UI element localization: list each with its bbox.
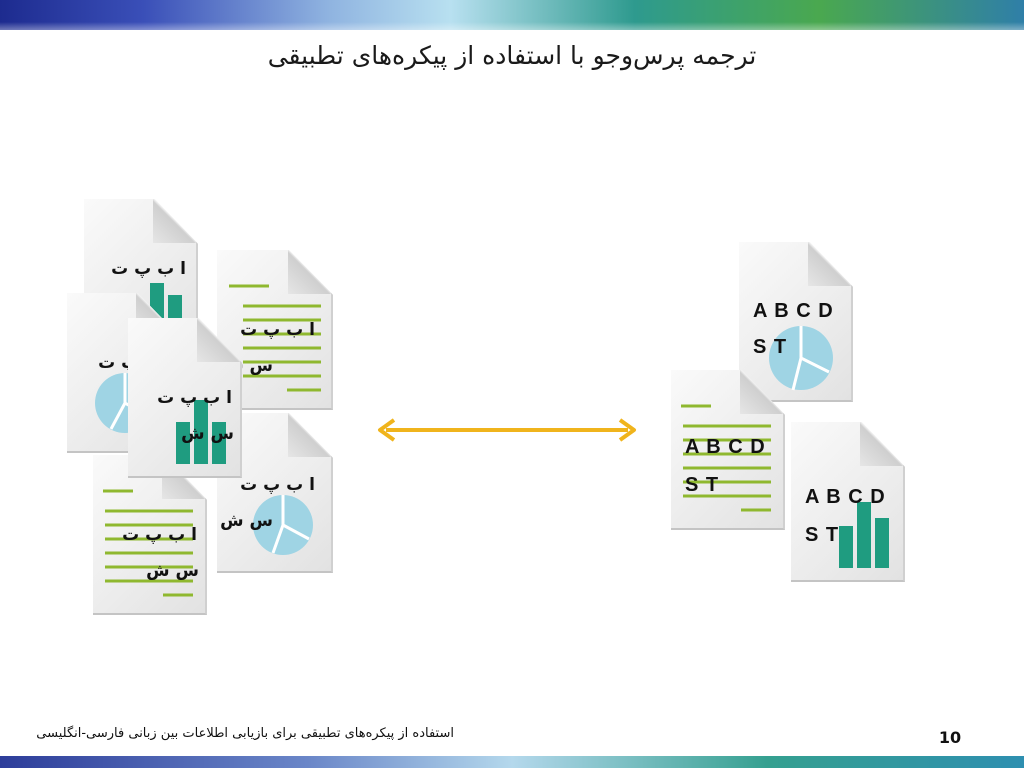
text-lines-icon [103, 489, 193, 597]
doc-label-line1: A B C D [753, 300, 834, 322]
pie-chart-icon [769, 326, 833, 391]
english-doc-pie: A B C D S T [739, 242, 853, 402]
english-doc-bars: A B C D S T [791, 422, 905, 582]
bottom-decorative-band [0, 756, 1024, 768]
doc-label-line2: س ش [181, 424, 234, 444]
top-band-fade [0, 22, 1024, 44]
doc-label-line1: A B C D [805, 486, 886, 508]
persian-doc-lines-top: ا ب پ ت س ش [217, 250, 333, 410]
text-lines-icon [229, 284, 321, 392]
doc-label-line1: ا ب پ ت [240, 475, 315, 495]
pie-chart-icon [253, 495, 313, 555]
persian-doc-bars-front: ا ب پ ت س ش [128, 318, 242, 478]
doc-label-line1: ا ب پ ت [240, 320, 315, 340]
slide-title: ترجمه پرس‌وجو با استفاده از پیکره‌های تط… [267, 41, 757, 70]
doc-label-line2: س ش [146, 561, 199, 581]
doc-label-line2: S T [753, 336, 788, 358]
doc-label-line1: ا ب پ ت [111, 259, 186, 279]
doc-label-line1: ا ب پ ت [157, 388, 232, 408]
bar-chart-icon [176, 400, 226, 464]
footer-caption: استفاده از پیکره‌های تطبیقی برای بازیابی… [36, 726, 454, 741]
doc-label-line2: S T [805, 524, 840, 546]
doc-label-line1: A B C D [685, 436, 766, 458]
english-doc-lines: A B C D S T [671, 370, 785, 530]
double-headed-arrow-icon [378, 418, 636, 442]
persian-doc-lines-bottom: ا ب پ ت س ش [93, 455, 207, 615]
bar-chart-icon [839, 502, 889, 568]
doc-label-line2: S T [685, 474, 720, 496]
page-number: 10 [938, 728, 962, 747]
doc-label-line1: ا ب پ ت [122, 525, 197, 545]
text-lines-icon [681, 404, 771, 512]
doc-label-line2: س ش [220, 511, 273, 531]
